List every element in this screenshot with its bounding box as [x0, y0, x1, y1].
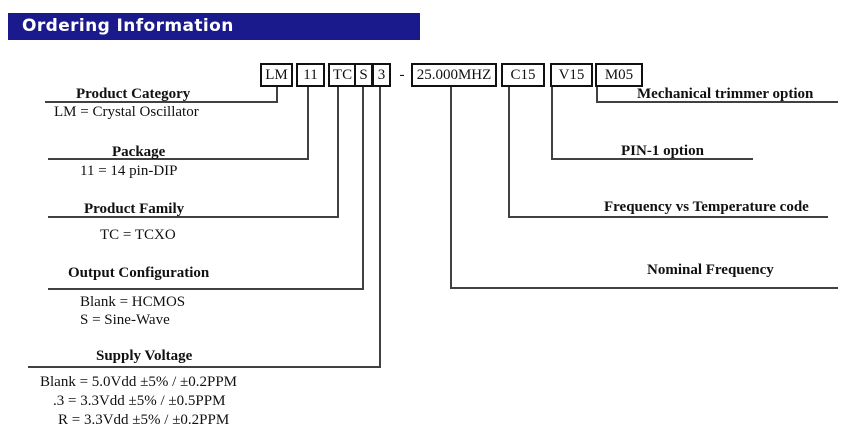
- connector-vertical-pin1-option: [551, 87, 553, 160]
- label-product-family: Product Family: [84, 201, 185, 217]
- value-package: 11 = 14 pin-DIP: [80, 163, 178, 179]
- connector-vertical-product-family: [337, 87, 339, 218]
- underline-supply-voltage: [28, 366, 381, 368]
- connector-vertical-output-config: [362, 87, 364, 290]
- section-title: Ordering Information: [22, 16, 234, 36]
- label-trimmer-option: Mechanical trimmer option: [637, 86, 814, 102]
- label-output-config: Output Configuration: [68, 265, 210, 281]
- part-segment-frequency: 25.000MHZ: [411, 63, 497, 87]
- label-freq-temp-code: Frequency vs Temperature code: [604, 199, 809, 215]
- value-product-family: TC = TCXO: [100, 227, 176, 243]
- connector-vertical-package: [307, 87, 309, 160]
- connector-vertical-freq-temp-code: [508, 87, 510, 218]
- connector-vertical-trimmer-option: [596, 87, 598, 103]
- underline-freq-temp-code: [508, 216, 828, 218]
- value-supply-voltage-3: R = 3.3Vdd ±5% / ±0.2PPM: [58, 412, 230, 428]
- connector-vertical-product-category: [276, 87, 278, 103]
- label-nominal-frequency: Nominal Frequency: [647, 262, 774, 278]
- part-segment-pin1-option: V15: [550, 63, 593, 87]
- part-segment-output-config: S: [354, 63, 373, 87]
- value-supply-voltage-2: .3 = 3.3Vdd ±5% / ±0.5PPM: [53, 393, 226, 409]
- label-pin1-option: PIN-1 option: [621, 143, 704, 159]
- part-segment-freq-temp-code: C15: [501, 63, 545, 87]
- section-header-bar: Ordering Information: [8, 13, 420, 40]
- connector-vertical-supply-voltage: [379, 87, 381, 368]
- label-package: Package: [112, 144, 166, 160]
- part-segment-trimmer-option: M05: [595, 63, 643, 87]
- label-supply-voltage: Supply Voltage: [96, 348, 193, 364]
- value-supply-voltage-1: Blank = 5.0Vdd ±5% / ±0.2PPM: [40, 374, 238, 390]
- underline-package: [48, 158, 309, 160]
- part-segment-package: 11: [296, 63, 325, 87]
- connector-vertical-nominal-frequency: [450, 87, 452, 289]
- underline-output-config: [48, 288, 364, 290]
- part-segment-product-family: TC: [328, 63, 357, 87]
- label-product-category: Product Category: [76, 86, 191, 102]
- underline-trimmer-option: [596, 101, 838, 103]
- part-segment-dash: -: [393, 63, 411, 87]
- underline-pin1-option: [551, 158, 753, 160]
- underline-nominal-frequency: [450, 287, 838, 289]
- value-output-config-1: Blank = HCMOS: [80, 294, 186, 310]
- underline-product-category: [45, 101, 278, 103]
- underline-product-family: [48, 216, 339, 218]
- part-segment-product-category: LM: [260, 63, 293, 87]
- part-segment-supply-voltage: 3: [372, 63, 391, 87]
- value-output-config-2: S = Sine-Wave: [80, 312, 170, 328]
- value-product-category: LM = Crystal Oscillator: [54, 104, 199, 120]
